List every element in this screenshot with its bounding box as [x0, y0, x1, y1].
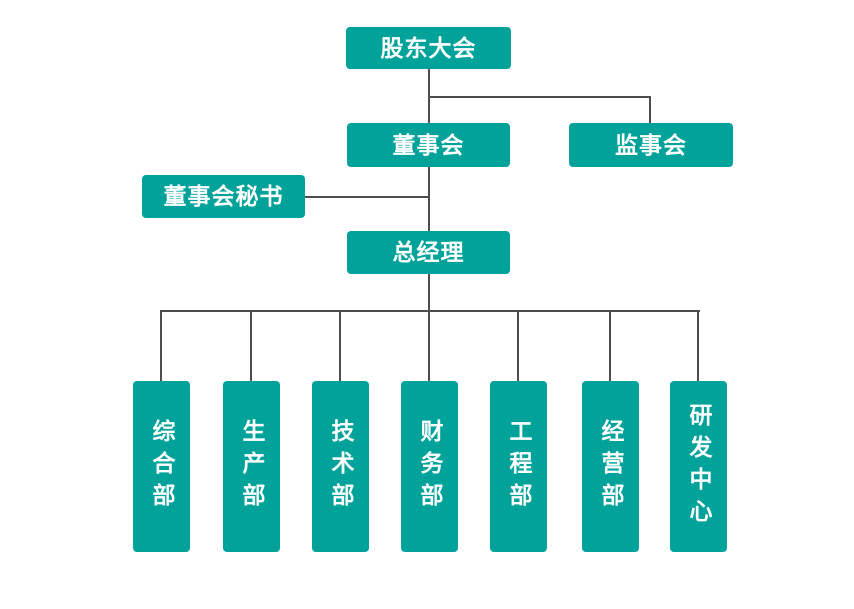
connector-drop-general-dept [160, 310, 162, 381]
node-general-manager: 总经理 [347, 231, 510, 274]
node-dept-technology: 技术部 [312, 381, 369, 552]
node-board-secretary: 董事会秘书 [142, 175, 305, 218]
node-board-of-directors: 董事会 [347, 123, 510, 167]
connector-branch-to-supervisory [428, 96, 651, 98]
connector-drop-supervisory [649, 96, 651, 123]
connector-general-manager-to-rail [428, 274, 430, 312]
connector-drop-production-dept [250, 310, 252, 381]
connector-drop-rd-center [697, 310, 699, 381]
node-dept-finance: 财务部 [401, 381, 458, 552]
connector-drop-engineering-dept [517, 310, 519, 381]
node-dept-general: 综合部 [133, 381, 190, 552]
connector-drop-technology-dept [339, 310, 341, 381]
node-dept-engineering: 工程部 [490, 381, 547, 552]
connector-board-to-general-manager [428, 167, 430, 231]
connector-drop-operations-dept [609, 310, 611, 381]
connector-drop-finance-dept [428, 310, 430, 381]
connector-departments-rail [161, 310, 700, 312]
node-shareholders-meeting: 股东大会 [346, 27, 511, 69]
node-dept-production: 生产部 [223, 381, 280, 552]
node-dept-operations: 经营部 [582, 381, 639, 552]
node-rd-center: 研发中心 [670, 381, 727, 552]
connector-secretary-to-trunk [305, 196, 428, 198]
node-supervisory-board: 监事会 [569, 123, 733, 167]
